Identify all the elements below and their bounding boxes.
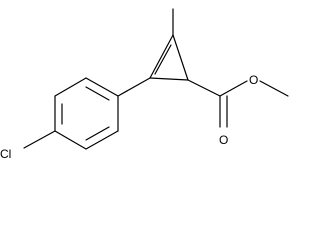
ester-oxygen-label: O xyxy=(249,73,258,87)
ester-carbon-bond xyxy=(187,79,221,97)
benzene-bond-2 xyxy=(54,77,87,97)
ester-oxygen-bond xyxy=(219,80,248,97)
methoxy-bond xyxy=(259,80,289,97)
carbonyl-oxygen-label: O xyxy=(219,133,228,147)
chemical-structure-diagram: Cl O O xyxy=(0,8,289,161)
cyclopropene-single-bond-right xyxy=(172,34,189,81)
benzene-double-bond-1 xyxy=(85,86,110,101)
aryl-connection-bond xyxy=(117,77,151,97)
benzene-bond-4 xyxy=(54,130,87,150)
benzene-bond-5 xyxy=(85,130,119,150)
chlorine-label: Cl xyxy=(0,147,11,161)
cyclopropene-double-bond-outer xyxy=(149,34,174,79)
chlorine-bond xyxy=(23,130,56,149)
cyclopropene-single-bond-bottom xyxy=(149,77,189,81)
cyclopropene-double-bond-inner xyxy=(154,44,172,75)
benzene-double-bond-3 xyxy=(85,126,110,141)
benzene-bond-1 xyxy=(85,77,119,97)
